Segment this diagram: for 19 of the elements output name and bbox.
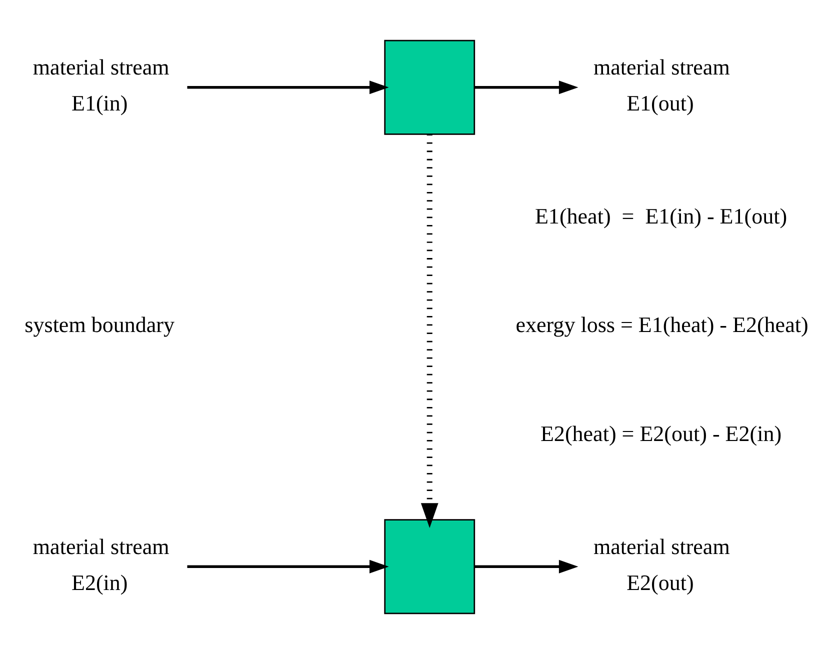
node-label: material stream (594, 533, 730, 558)
node-text: E2(out) (626, 569, 694, 594)
label: system boundary (24, 312, 174, 337)
arrow (420, 134, 438, 528)
arrow (474, 559, 578, 573)
arrow (474, 80, 578, 94)
node-box (384, 39, 476, 134)
label: E1(heat) = E1(in) - E1(out) (534, 202, 788, 228)
node-box (384, 518, 476, 614)
node-text: E2(in) (72, 569, 128, 594)
arrow (187, 559, 389, 573)
label: exergy loss = E1(heat) - E2(heat) (516, 312, 808, 337)
label: E2(heat) = E2(out) - E2(in) (540, 420, 782, 446)
node-label: material stream (594, 54, 730, 80)
node-label: material stream (32, 54, 170, 80)
node-text: E1(out) (626, 90, 694, 115)
node-label: material stream (32, 533, 170, 558)
node-text: E1(in) (72, 90, 128, 115)
arrow (187, 80, 389, 94)
